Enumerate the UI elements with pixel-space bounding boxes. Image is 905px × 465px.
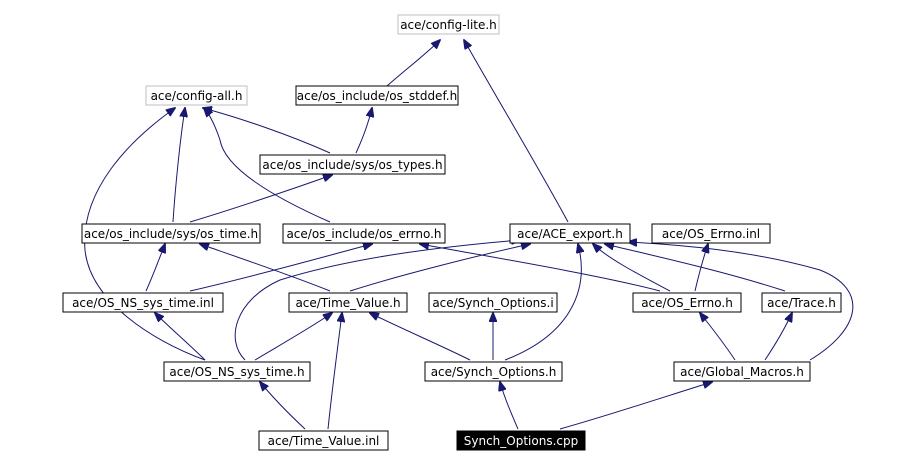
node-os-errno-inl[interactable]: ace/OS_Errno.inl	[651, 223, 771, 244]
node-config-lite[interactable]: ace/config-lite.h	[397, 14, 500, 35]
edge-os-ns-sys-time-inl-to-os-time	[145, 244, 165, 292]
nodes: ace/config-lite.h ace/config-all.h ace/o…	[62, 14, 842, 451]
node-label: ace/OS_NS_sys_time.h	[169, 365, 304, 379]
edge-os-errno-h-to-os-errno	[420, 244, 661, 292]
node-os-stddef[interactable]: ace/os_include/os_stddef.h	[295, 85, 459, 106]
node-label: ace/Synch_Options.h	[431, 365, 557, 379]
node-label: ace/os_include/sys/os_time.h	[84, 227, 258, 241]
edge-time-value-inl-to-os-ns-sys-time-h	[260, 382, 306, 430]
edge-os-types-to-config-all	[203, 108, 331, 154]
node-label: ace/Synch_Options.i	[432, 296, 553, 310]
node-label: ace/OS_NS_sys_time.inl	[72, 296, 214, 310]
edge-os-ns-sys-time-h-to-time-value-h	[254, 313, 332, 361]
node-label: ace/os_include/os_errno.h	[286, 227, 441, 241]
node-global-macros[interactable]: ace/Global_Macros.h	[673, 361, 811, 382]
edge-os-ns-sys-time-h-to-config-all	[84, 108, 206, 361]
node-label: ace/os_include/os_stddef.h	[297, 89, 457, 103]
node-os-errno-h[interactable]: ace/OS_Errno.h	[632, 292, 742, 313]
edge-time-value-h-to-os-time	[200, 244, 331, 292]
node-label: Synch_Options.cpp	[464, 434, 578, 448]
node-label: ace/Time_Value.h	[295, 296, 400, 310]
node-label: ace/Global_Macros.h	[680, 365, 804, 379]
edge-global-macros-to-os-errno-h	[700, 313, 736, 361]
edge-os-errno-to-config-all	[204, 108, 331, 223]
edge-os-ns-sys-time-inl-to-os-errno	[189, 244, 372, 292]
node-label: ace/ACE_export.h	[517, 227, 623, 241]
node-os-types[interactable]: ace/os_include/sys/os_types.h	[259, 154, 446, 175]
node-os-ns-sys-time-h[interactable]: ace/OS_NS_sys_time.h	[163, 361, 311, 382]
edge-global-macros-to-trace-h	[764, 313, 792, 361]
node-os-errno[interactable]: ace/os_include/os_errno.h	[282, 223, 446, 244]
edge-os-errno-h-to-os-errno-inl	[694, 244, 708, 292]
edge-os-stddef-to-config-lite	[386, 40, 440, 87]
node-label: ace/OS_Errno.inl	[662, 227, 760, 241]
node-synch-options-h[interactable]: ace/Synch_Options.h	[424, 361, 563, 382]
edge-os-time-to-os-types	[189, 175, 332, 223]
edge-ace-export-to-config-lite	[464, 40, 569, 223]
node-label: ace/Trace.h	[767, 296, 836, 310]
edge-cpp-to-global-macros	[559, 382, 712, 430]
node-label: ace/Time_Value.inl	[268, 434, 380, 448]
node-trace-h[interactable]: ace/Trace.h	[761, 292, 842, 313]
node-os-time[interactable]: ace/os_include/sys/os_time.h	[81, 223, 261, 244]
node-synch-options-cpp[interactable]: Synch_Options.cpp	[456, 430, 586, 451]
edge-synch-options-h-to-time-value-h	[370, 313, 471, 361]
edge-os-errno-h-to-ace-export	[593, 244, 671, 292]
edge-global-macros-to-ace-export	[628, 242, 854, 361]
node-time-value-inl[interactable]: ace/Time_Value.inl	[258, 430, 389, 451]
node-label: ace/OS_Errno.h	[641, 296, 733, 310]
edge-synch-options-h-to-ace-export	[504, 244, 581, 361]
node-label: ace/config-all.h	[151, 89, 243, 103]
edges	[84, 40, 854, 430]
node-label: ace/os_include/sys/os_types.h	[262, 158, 442, 172]
edge-time-value-inl-to-time-value-h	[327, 313, 342, 430]
edge-os-time-to-config-all	[172, 108, 185, 223]
edge-trace-h-to-ace-export	[605, 244, 786, 292]
node-label: ace/config-lite.h	[400, 18, 497, 32]
node-config-all[interactable]: ace/config-all.h	[145, 85, 248, 106]
edge-time-value-h-to-ace-export	[349, 244, 530, 292]
edge-os-ns-sys-time-h-to-ace-export	[234, 240, 520, 361]
edge-os-types-to-os-stddef	[355, 108, 372, 154]
node-os-ns-sys-time-inl[interactable]: ace/OS_NS_sys_time.inl	[62, 292, 224, 313]
node-time-value-h[interactable]: ace/Time_Value.h	[288, 292, 408, 313]
edge-cpp-to-synch-options-h	[500, 382, 519, 430]
node-ace-export[interactable]: ace/ACE_export.h	[509, 223, 631, 244]
edge-os-ns-sys-time-h-to-os-ns-sys-time-inl	[155, 313, 206, 361]
node-synch-options-i[interactable]: ace/Synch_Options.i	[428, 292, 558, 313]
